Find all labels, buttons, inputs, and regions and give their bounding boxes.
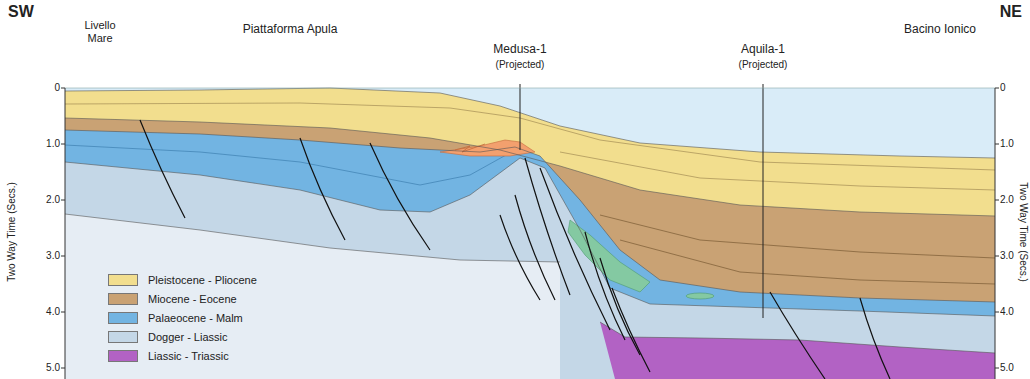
legend-swatch bbox=[108, 293, 138, 305]
axis-label: Two Way Time (Secs.) bbox=[1017, 182, 1029, 282]
legend-swatch bbox=[108, 331, 138, 343]
legend: Pleistocene - PlioceneMiocene - EocenePa… bbox=[108, 270, 257, 365]
legend-row: Miocene - Eocene bbox=[108, 289, 257, 308]
axis-label: 0 bbox=[1000, 82, 1006, 94]
legend-swatch bbox=[108, 312, 138, 324]
legend-text: Liassic - Triassic bbox=[148, 350, 229, 362]
section-label: NE bbox=[1000, 3, 1022, 21]
well-aquila bbox=[763, 84, 764, 318]
section-label: Livello Mare bbox=[76, 19, 124, 44]
layer-mio bbox=[65, 118, 995, 379]
section-label: Medusa-1 bbox=[493, 43, 546, 57]
legend-text: Pleistocene - Pliocene bbox=[148, 274, 257, 286]
axis-label: 3.0 bbox=[1000, 250, 1014, 262]
sea-water bbox=[65, 88, 995, 379]
legend-text: Palaeocene - Malm bbox=[148, 312, 243, 324]
section-label: SW bbox=[8, 3, 34, 21]
legend-row: Pleistocene - Pliocene bbox=[108, 270, 257, 289]
legend-row: Palaeocene - Malm bbox=[108, 308, 257, 327]
layer-dogger bbox=[65, 158, 995, 379]
axis-label: 5.0 bbox=[46, 362, 60, 374]
green-lens bbox=[686, 293, 714, 299]
sea-level bbox=[65, 88, 995, 89]
axis-label: 4.0 bbox=[1000, 306, 1014, 318]
axis-label: 4.0 bbox=[46, 306, 60, 318]
layer-outlines bbox=[65, 88, 995, 353]
legend-swatch bbox=[108, 274, 138, 286]
section-label: Bacino Ionico bbox=[904, 23, 976, 37]
layer-plio bbox=[65, 88, 995, 379]
axis-label: 1.0 bbox=[1000, 138, 1014, 150]
faults bbox=[140, 120, 890, 379]
axis-label: 2.0 bbox=[1000, 194, 1014, 206]
axis-label: 5.0 bbox=[1000, 362, 1014, 374]
axes bbox=[61, 88, 999, 379]
legend-text: Miocene - Eocene bbox=[148, 293, 237, 305]
layer-trias bbox=[600, 322, 995, 379]
horizon bbox=[560, 152, 995, 190]
horizon bbox=[620, 240, 995, 284]
axis-label: 1.0 bbox=[46, 138, 60, 150]
legend-row: Liassic - Triassic bbox=[108, 346, 257, 365]
section-label: (Projected) bbox=[739, 59, 788, 71]
section-label: Piattaforma Apula bbox=[243, 23, 338, 37]
legend-text: Dogger - Liassic bbox=[148, 331, 227, 343]
horizon bbox=[600, 215, 995, 258]
layer-malm bbox=[65, 130, 995, 379]
section-label: Two Way Time (Secs.) bbox=[6, 182, 18, 282]
axis-label: 2.0 bbox=[46, 194, 60, 206]
well-medusa bbox=[520, 84, 521, 150]
section-label: (Projected) bbox=[496, 59, 545, 71]
axis-label: 3.0 bbox=[46, 250, 60, 262]
axis-label: 0 bbox=[54, 82, 60, 94]
legend-swatch bbox=[108, 350, 138, 362]
section-label: Aquila-1 bbox=[741, 43, 785, 57]
legend-row: Dogger - Liassic bbox=[108, 327, 257, 346]
basement-ground bbox=[65, 214, 560, 379]
